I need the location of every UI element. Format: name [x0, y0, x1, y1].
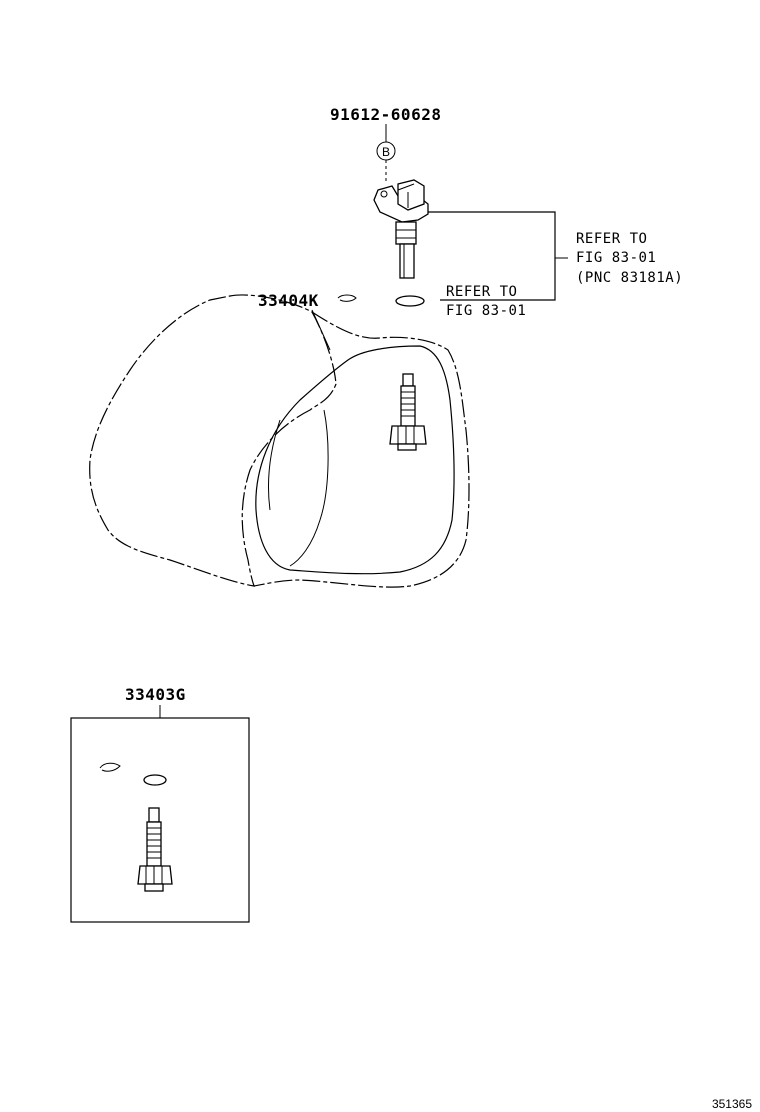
driven-gear-icon[interactable] [389, 373, 427, 451]
label-kit-part[interactable]: 33403G [125, 685, 186, 704]
refer-sensor-line1: REFER TO [576, 231, 647, 247]
kit-driven-gear-icon[interactable] [137, 807, 173, 892]
speed-sensor-icon[interactable] [373, 179, 429, 279]
kit-snap-ring-icon[interactable] [99, 762, 121, 772]
kit-box [70, 717, 250, 923]
label-sensor-bolt-part[interactable]: 91612-60628 [330, 105, 441, 124]
label-snap-ring-part[interactable]: 33404K [258, 291, 319, 310]
kit-o-ring-icon[interactable] [143, 774, 167, 786]
refer-oring-line2: FIG 83-01 [446, 303, 526, 319]
refer-oring-line1: REFER TO [446, 284, 517, 300]
o-ring-icon[interactable] [395, 295, 425, 307]
figure-number: 351365 [712, 1097, 752, 1111]
snap-ring-icon[interactable] [337, 294, 357, 302]
transaxle-housing-icon [89, 294, 470, 588]
bolt-marker-letter: B [382, 145, 390, 159]
refer-bracket-line [428, 211, 556, 301]
refer-sensor-line2: FIG 83-01 [576, 250, 656, 266]
refer-sensor-line3: (PNC 83181A) [576, 270, 683, 286]
